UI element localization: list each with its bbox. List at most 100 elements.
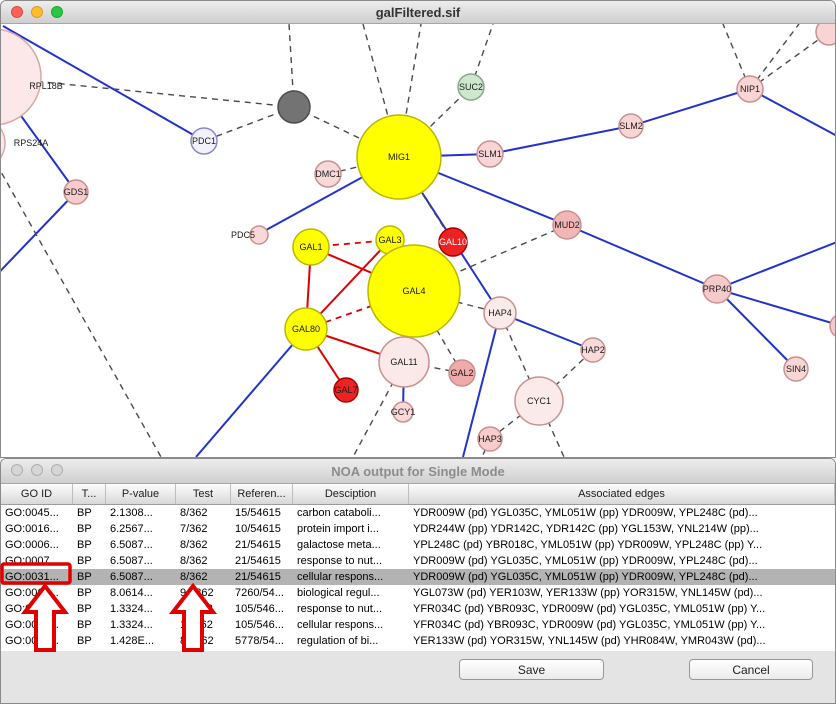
table-cell[interactable]: protein import i...: [297, 523, 379, 535]
network-node-slm1[interactable]: [476, 140, 504, 168]
table-cell[interactable]: 8/362: [180, 555, 208, 567]
table-cell[interactable]: GO:0016...: [5, 523, 59, 535]
network-node-pdc5[interactable]: [249, 225, 269, 245]
network-node-mig1[interactable]: [356, 114, 442, 200]
table-cell[interactable]: 105/546...: [235, 603, 284, 615]
network-node-hap4[interactable]: [483, 296, 517, 330]
table-cell[interactable]: response to nut...: [297, 603, 382, 615]
table-cell[interactable]: GO:0065...: [5, 587, 59, 599]
table-cell[interactable]: 11/362: [180, 619, 213, 631]
network-node-gal1[interactable]: [292, 228, 330, 266]
network-node-gal11[interactable]: [378, 336, 430, 388]
table-cell[interactable]: GO:0009...: [5, 603, 59, 615]
table-cell[interactable]: YDR009W (pd) YGL035C, YML051W (pp) YDR00…: [413, 555, 758, 567]
table-cell[interactable]: BP: [77, 555, 92, 567]
minimize-button[interactable]: [31, 464, 43, 476]
table-cell[interactable]: 105/546...: [235, 619, 284, 631]
table-cell[interactable]: 21/54615: [235, 539, 281, 551]
table-cell[interactable]: 15/54615: [235, 507, 281, 519]
network-node[interactable]: [815, 24, 836, 46]
network-node-gcy1[interactable]: [392, 401, 414, 423]
table-cell[interactable]: GO:0045...: [5, 507, 59, 519]
network-edge[interactable]: [293, 106, 400, 158]
table-cell[interactable]: YDR009W (pd) YGL035C, YML051W (pp) YDR00…: [413, 571, 758, 583]
column-header[interactable]: T...: [73, 484, 106, 504]
column-header[interactable]: Desciption: [293, 484, 409, 504]
table-cell[interactable]: YER133W (pd) YOR315W, YNL145W (pd) YHR08…: [413, 635, 766, 647]
table-cell[interactable]: 5778/54...: [235, 635, 284, 647]
network-edge[interactable]: [1, 191, 77, 286]
network-node-slm2[interactable]: [618, 113, 644, 139]
network-node-hap3[interactable]: [477, 426, 503, 452]
table-cell[interactable]: 11/362: [180, 603, 213, 615]
table-cell[interactable]: galactose meta...: [297, 539, 381, 551]
table-cell[interactable]: YFR034C (pd) YBR093C, YDR009W (pd) YGL03…: [413, 619, 766, 631]
network-edge[interactable]: [1, 154, 162, 457]
network-edge[interactable]: [566, 224, 718, 290]
table-cell[interactable]: 21/54615: [235, 571, 281, 583]
network-node-dmc1[interactable]: [314, 160, 342, 188]
save-button[interactable]: Save: [459, 659, 604, 680]
network-node-rps24a[interactable]: [1, 117, 6, 169]
network-node-cyc1[interactable]: [514, 376, 564, 426]
network-node-suc2[interactable]: [457, 73, 485, 101]
table-cell[interactable]: GO:0031...: [5, 571, 59, 583]
table-cell[interactable]: 6.2567...: [110, 523, 153, 535]
network-node-gal80[interactable]: [284, 307, 328, 351]
table-cell[interactable]: carbon cataboli...: [297, 507, 381, 519]
table-cell[interactable]: 10/54615: [235, 523, 281, 535]
network-node-gal10[interactable]: [438, 227, 468, 257]
network-node[interactable]: [277, 90, 311, 124]
network-node-gal7[interactable]: [333, 377, 359, 403]
table-cell[interactable]: 1.3324...: [110, 619, 153, 631]
close-button[interactable]: [11, 464, 23, 476]
table-cell[interactable]: BP: [77, 635, 92, 647]
table-cell[interactable]: YDR009W (pd) YGL035C, YML051W (pp) YDR00…: [413, 507, 758, 519]
network-edge[interactable]: [716, 288, 797, 370]
table-cell[interactable]: BP: [77, 587, 92, 599]
network-node-pdc1[interactable]: [190, 127, 218, 155]
table-cell[interactable]: 2.1308...: [110, 507, 153, 519]
table-cell[interactable]: 8.0614...: [110, 587, 153, 599]
table-row[interactable]: GO:0009... BP 1.3324... 11/362 105/546... res…: [1, 601, 835, 617]
network-edge[interactable]: [2, 25, 205, 142]
zoom-button[interactable]: [51, 464, 63, 476]
network-edge[interactable]: [305, 290, 415, 330]
table-cell[interactable]: 7/362: [180, 523, 208, 535]
network-node-prp40[interactable]: [702, 274, 732, 304]
table-cell[interactable]: 7260/54...: [235, 587, 284, 599]
table-cell[interactable]: 8/362: [180, 507, 208, 519]
network-edge[interactable]: [749, 31, 830, 90]
network-node-hap2[interactable]: [580, 337, 606, 363]
network-node-nip1[interactable]: [736, 75, 764, 103]
network-node-mud2[interactable]: [552, 210, 582, 240]
table-cell[interactable]: 8/362: [180, 539, 208, 551]
table-cell[interactable]: 6.5087...: [110, 571, 153, 583]
network-node-sin4[interactable]: [783, 356, 809, 382]
table-cell[interactable]: 1.3324...: [110, 603, 153, 615]
table-cell[interactable]: response to nut...: [297, 555, 382, 567]
network-edge[interactable]: [716, 288, 836, 326]
table-cell[interactable]: BP: [77, 619, 92, 631]
table-cell[interactable]: YFR034C (pd) YBR093C, YDR009W (pd) YGL03…: [413, 603, 766, 615]
table-cell[interactable]: GO:0050...: [5, 635, 59, 647]
zoom-button[interactable]: [51, 6, 63, 18]
network-edge[interactable]: [630, 88, 751, 127]
close-button[interactable]: [11, 6, 23, 18]
table-cell[interactable]: 6.5087...: [110, 539, 153, 551]
table-cell[interactable]: 21/54615: [235, 555, 281, 567]
column-header[interactable]: GO ID: [1, 484, 73, 504]
table-cell[interactable]: BP: [77, 507, 92, 519]
table-cell[interactable]: 94/362: [180, 587, 214, 599]
network-edge[interactable]: [489, 125, 632, 155]
table-cell[interactable]: YPL248C (pd) YBR018C, YML051W (pp) YDR00…: [413, 539, 763, 551]
table-cell[interactable]: GO:0006...: [5, 539, 59, 551]
table-cell[interactable]: BP: [77, 603, 92, 615]
table-cell[interactable]: cellular respons...: [297, 619, 384, 631]
